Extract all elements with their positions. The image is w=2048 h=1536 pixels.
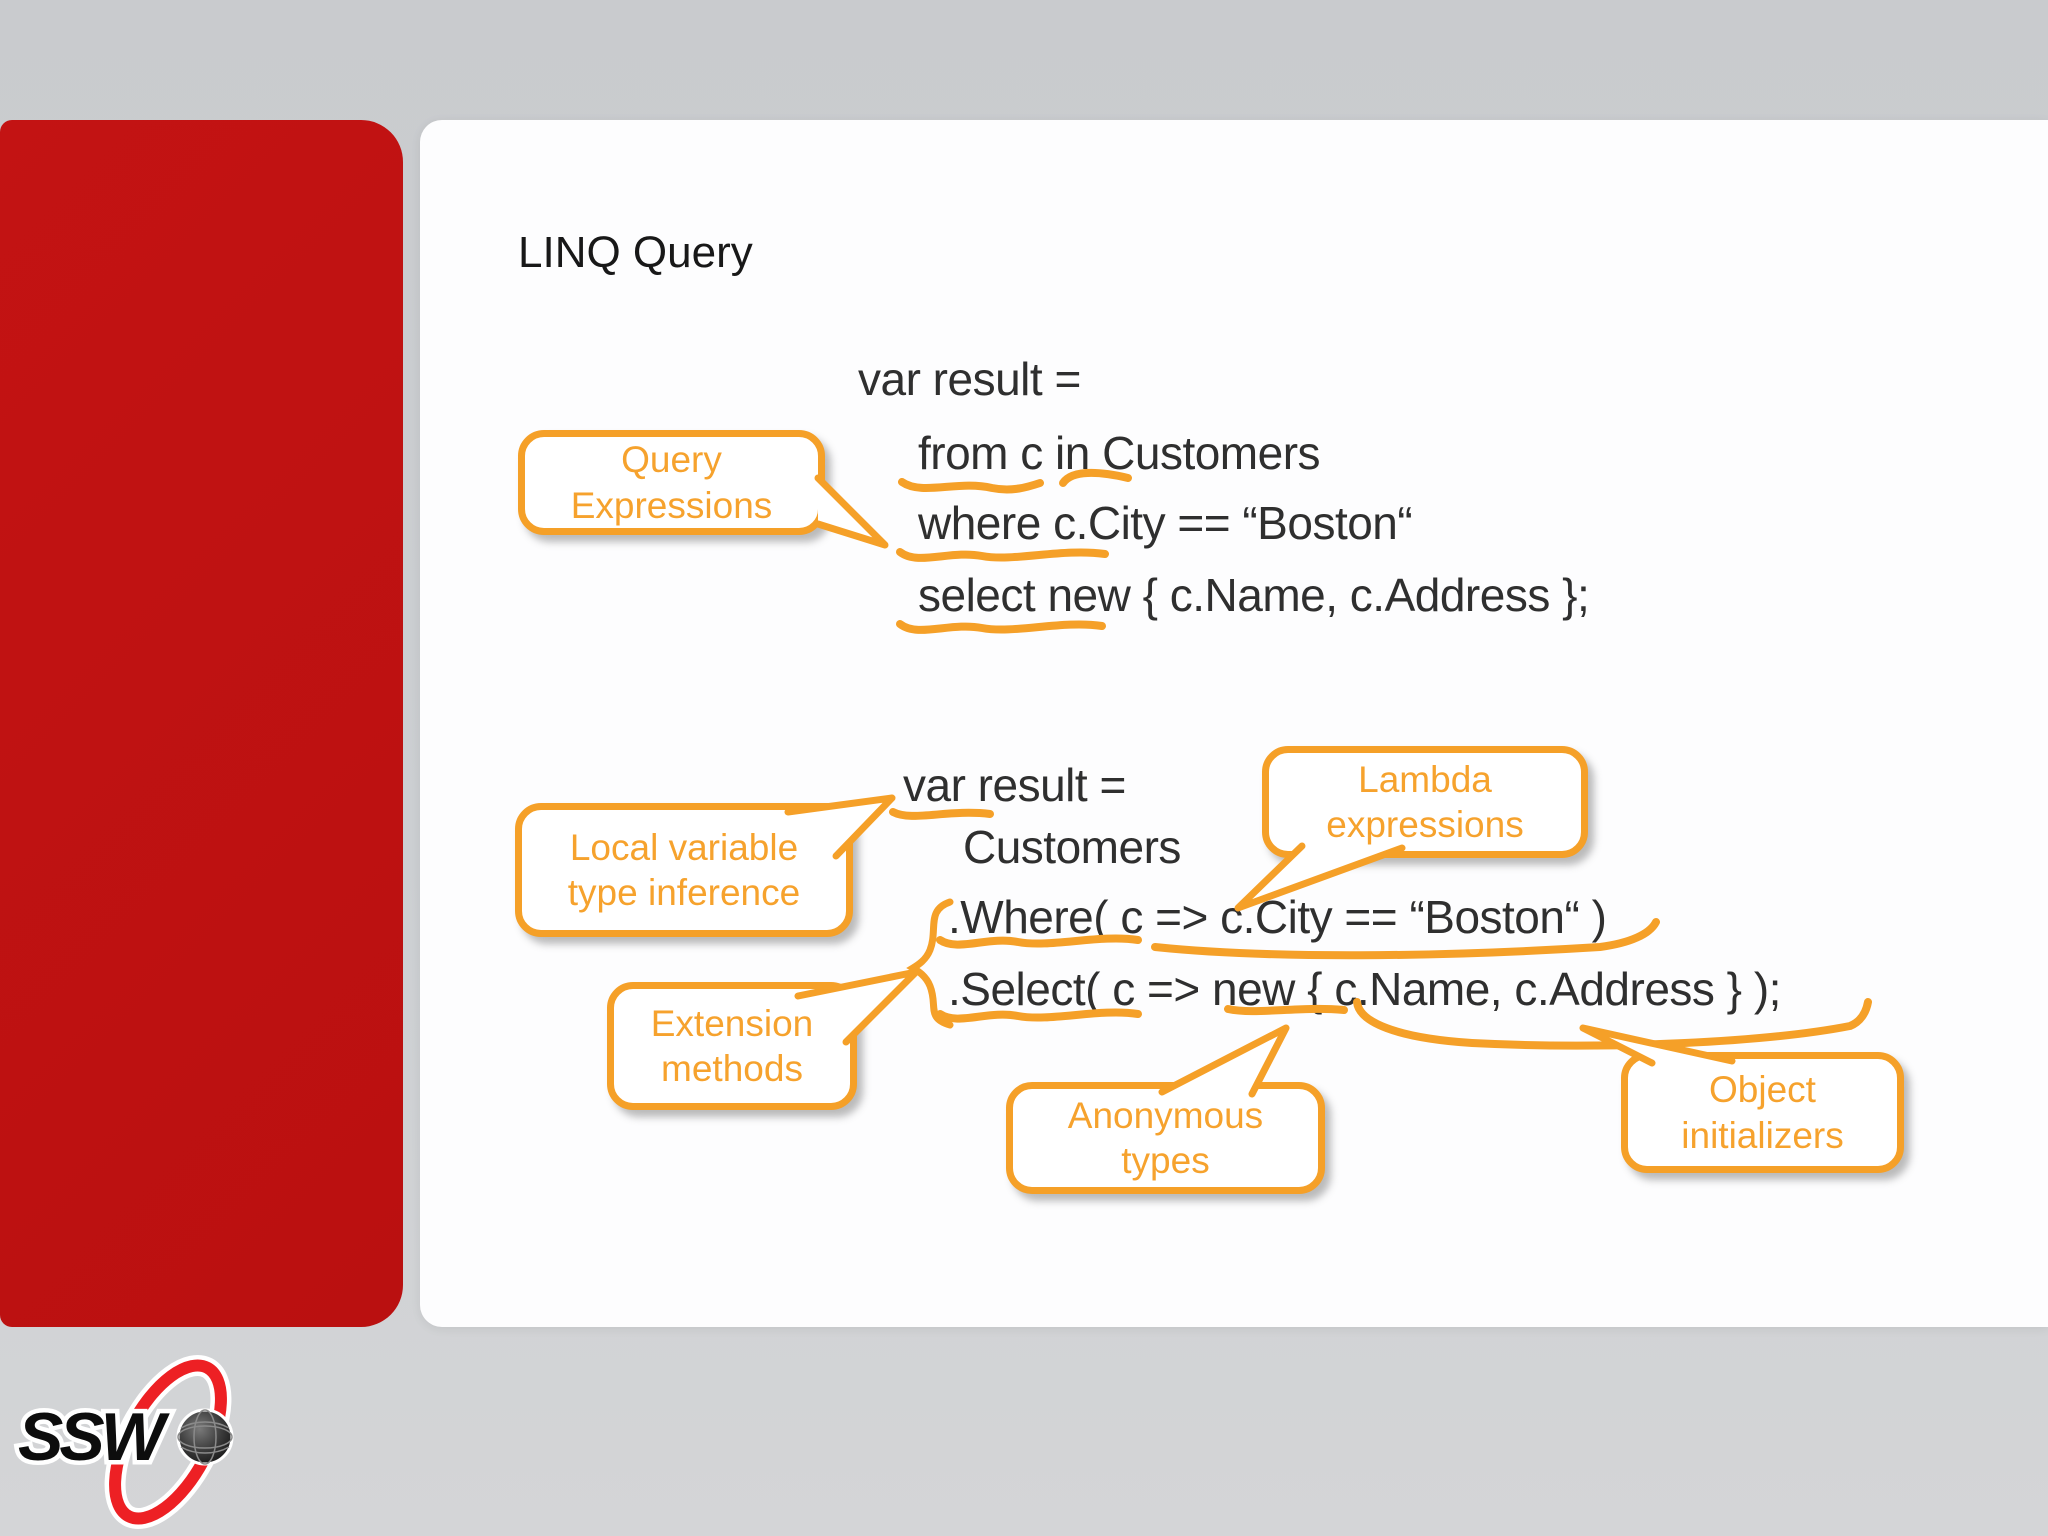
code-line-query-4: select new { c.Name, c.Address };	[918, 569, 1590, 621]
callout-text: Anonymous	[1067, 1094, 1264, 1136]
code-line-query-2: from c in Customers	[918, 427, 1321, 479]
callout-text: Query	[621, 439, 722, 481]
callout-text: initializers	[1681, 1114, 1844, 1156]
callout-text: types	[1121, 1140, 1210, 1181]
callout-text: Local variable	[569, 826, 799, 868]
slide-title: LINQ Query	[518, 228, 753, 277]
code-line-method-4: .Select( c => new { c.Name, c.Address } …	[948, 963, 1781, 1015]
callout-text: methods	[661, 1048, 803, 1089]
callout-local-variable-type-inference: Local variable type inference	[515, 803, 853, 937]
callout-anonymous-types: Anonymous types	[1006, 1082, 1325, 1194]
code-line-method-1: var result =	[903, 759, 1126, 811]
callout-text: type inference	[567, 872, 801, 913]
callout-extension-methods: Extension methods	[607, 982, 857, 1110]
callout-object-initializers: Object initializers	[1621, 1052, 1904, 1173]
callout-query-expressions: Query Expressions	[518, 430, 825, 535]
callout-text: expressions	[1326, 804, 1524, 845]
callout-text: Expressions	[570, 484, 773, 526]
code-line-query-3: where c.City == “Boston“	[918, 497, 1413, 549]
ssw-wordmark: SSW	[18, 1399, 171, 1475]
code-line-method-3: .Where( c => c.City == “Boston“ )	[948, 891, 1607, 943]
ssw-logo: SSW	[14, 1354, 234, 1530]
code-line-method-2: Customers	[963, 821, 1181, 873]
callout-lambda-expressions: Lambda expressions	[1262, 746, 1588, 858]
callout-text: Object	[1709, 1069, 1816, 1111]
callout-text: Lambda	[1358, 758, 1492, 800]
left-red-panel	[0, 120, 403, 1327]
globe-icon	[176, 1408, 234, 1466]
code-line-query-1: var result =	[858, 353, 1081, 405]
callout-text: Extension	[650, 1002, 814, 1044]
